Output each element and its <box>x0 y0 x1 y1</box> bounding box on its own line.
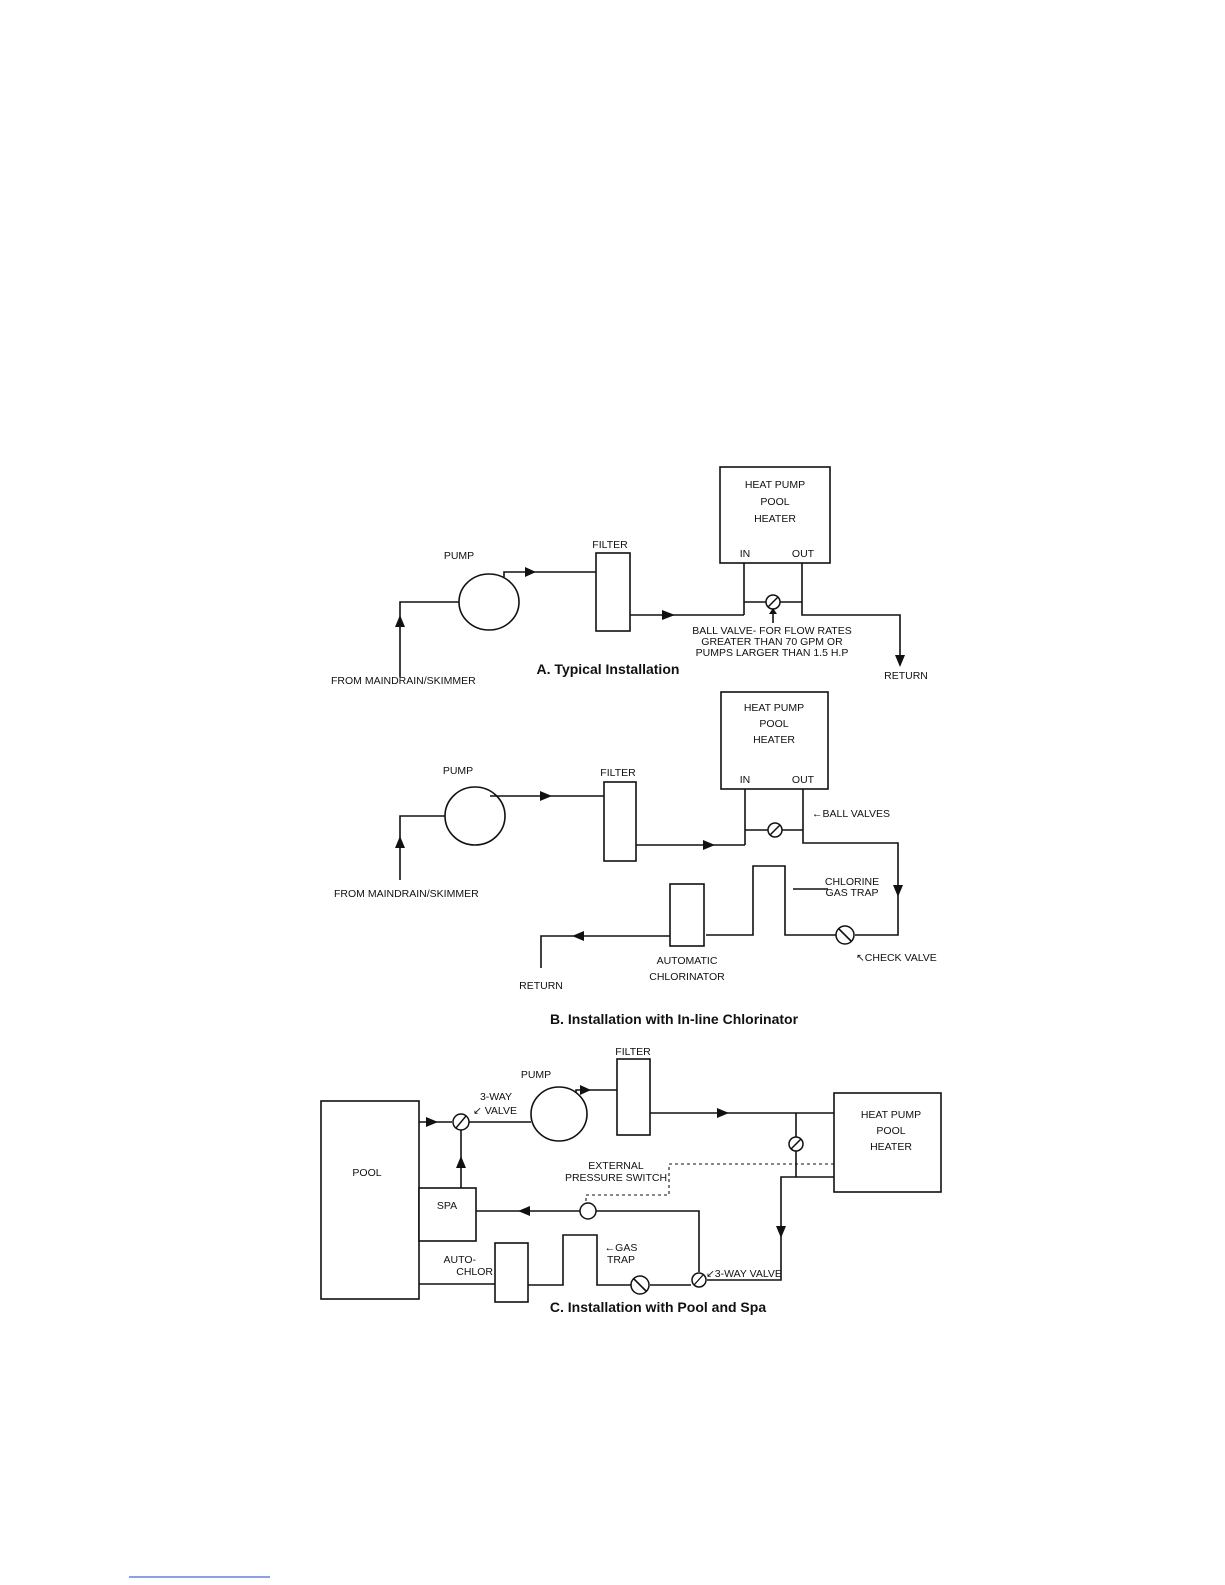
autochlor-label-line-1: AUTO- <box>444 1254 477 1266</box>
heater-label-line-1: HEAT PUMP <box>861 1109 921 1121</box>
from-maindrain-label: FROM MAINDRAIN/SKIMMER <box>334 888 479 900</box>
flow-arrow-down <box>895 655 905 667</box>
check-valve-icon <box>630 1275 650 1295</box>
heater-label-line-1: HEAT PUMP <box>744 702 804 714</box>
return-pipe <box>540 935 670 968</box>
ball-valve-note-line-3: PUMPS LARGER THAN 1.5 H.P <box>696 647 849 659</box>
flow-arrow-up <box>456 1156 466 1168</box>
gas-trap-label-line-2: GAS TRAP <box>826 887 879 899</box>
three-way-valve-icon <box>452 1113 470 1131</box>
return-label: RETURN <box>884 670 928 682</box>
ball-valves-label: ←BALL VALVES <box>812 808 890 820</box>
filter-box <box>603 781 637 862</box>
heat-pump-heater-box <box>833 1092 942 1193</box>
pump-label: PUMP <box>443 765 473 777</box>
flow-arrow-left <box>572 931 584 941</box>
diagram-a-caption: A. Typical Installation <box>537 661 680 677</box>
flow-arrow-up <box>395 836 405 848</box>
ball-valve-icon <box>788 1136 804 1152</box>
pool-label: POOL <box>352 1167 381 1179</box>
ball-valve-icon <box>767 822 783 838</box>
heater-out-label: OUT <box>792 774 815 786</box>
heat-pump-heater-box <box>719 466 831 564</box>
pump-label: PUMP <box>444 550 474 562</box>
flow-arrow-right <box>717 1108 729 1118</box>
heater-outlet-pipe <box>802 789 899 936</box>
heater-in-label: IN <box>740 774 751 786</box>
diagram-b-caption: B. Installation with In-line Chlorinator <box>550 1011 799 1027</box>
inlet-pipe <box>399 815 446 880</box>
three-way-valve-bottom-icon <box>691 1272 707 1288</box>
pressure-switch-label-line-1: EXTERNAL <box>588 1160 644 1172</box>
spa-label: SPA <box>437 1200 457 1212</box>
autochlor-label-line-2: CHLOR <box>456 1266 493 1278</box>
ball-valve-icon <box>765 594 781 610</box>
flow-arrow-down <box>893 885 903 897</box>
filter-box <box>595 552 631 632</box>
pump-to-filter-pipe <box>503 571 596 577</box>
diagram-b: HEAT PUMP POOL HEATER IN OUT PUMP FILTER… <box>334 691 937 1027</box>
ball-valve-pointer-arrowhead <box>769 608 777 614</box>
chlorinator-box <box>669 883 705 947</box>
chlorinator-label-line-2: CHLORINATOR <box>649 971 725 983</box>
three-way-valve-label-line-2: ↙ VALVE <box>473 1105 517 1117</box>
heater-label-line-2: POOL <box>759 718 788 730</box>
heater-in-label: IN <box>740 548 751 560</box>
pump-circle <box>530 1086 588 1142</box>
heater-label-line-2: POOL <box>760 496 789 508</box>
ball-valve-note-line-2: GREATER THAN 70 GPM OR <box>701 636 843 648</box>
chlorine-gas-trap-pipe <box>706 865 836 936</box>
heater-label-line-3: HEATER <box>753 734 795 746</box>
pressure-switch-label-line-2: PRESSURE SWITCH <box>565 1172 667 1184</box>
inlet-pipe <box>399 601 460 677</box>
diagram-c: POOL SPA 3-WAY ↙ VALVE PUMP FILTER HEAT … <box>320 1046 942 1315</box>
diagram-a: HEAT PUMP POOL HEATER IN OUT PUMP FILTER… <box>331 466 928 687</box>
gas-trap-pipe <box>528 1234 631 1286</box>
check-valve-icon <box>835 925 855 945</box>
return-label: RETURN <box>519 980 563 992</box>
chlorinator-label-line-1: AUTOMATIC <box>657 955 718 967</box>
filter-label: FILTER <box>592 539 628 551</box>
pressure-switch-wire <box>585 1163 834 1203</box>
spa-box <box>418 1187 477 1242</box>
heater-label-line-3: HEATER <box>754 513 796 525</box>
flow-arrow-right <box>426 1117 438 1127</box>
three-way-valve-bottom-label: ↙3-WAY VALVE <box>706 1268 782 1280</box>
pump-to-filter-pipe <box>575 1089 617 1093</box>
three-way-valve-label-line-1: 3-WAY <box>480 1091 512 1103</box>
spa-return-pipe <box>476 1210 700 1272</box>
heater-label-line-1: HEAT PUMP <box>745 479 805 491</box>
flow-arrow-right <box>525 567 536 577</box>
pool-box <box>320 1100 420 1300</box>
pressure-switch-icon <box>579 1202 597 1220</box>
heater-out-label: OUT <box>792 548 815 560</box>
diagram-c-caption: C. Installation with Pool and Spa <box>550 1299 766 1315</box>
heater-label-line-3: HEATER <box>870 1141 912 1153</box>
flow-arrow-right <box>540 791 552 801</box>
heater-label-line-2: POOL <box>876 1125 905 1137</box>
heater-outlet-pipe <box>707 1176 834 1281</box>
filter-box <box>616 1058 651 1136</box>
check-valve-label: ↖CHECK VALVE <box>856 952 937 964</box>
flow-arrow-down <box>776 1226 786 1238</box>
pump-label: PUMP <box>521 1069 551 1081</box>
flow-arrow-left <box>518 1206 530 1216</box>
flow-arrow-right <box>662 610 675 620</box>
filter-label: FILTER <box>615 1046 651 1058</box>
flow-arrow-right <box>580 1085 591 1095</box>
flow-arrow-right <box>703 840 715 850</box>
filter-label: FILTER <box>600 767 636 779</box>
flow-arrow-up <box>395 615 405 627</box>
heat-pump-heater-box <box>720 691 829 790</box>
from-maindrain-label: FROM MAINDRAIN/SKIMMER <box>331 675 476 687</box>
gas-trap-label-line-1: CHLORINE <box>825 876 879 888</box>
pump-circle <box>458 573 520 631</box>
pump-circle <box>444 786 506 846</box>
autochlor-box <box>494 1242 529 1303</box>
gas-trap-label-line-1: ←GAS <box>605 1242 638 1254</box>
return-pipe <box>801 563 901 655</box>
ball-valve-note-line-1: BALL VALVE- FOR FLOW RATES <box>692 625 851 637</box>
gas-trap-label-line-2: TRAP <box>607 1254 635 1266</box>
